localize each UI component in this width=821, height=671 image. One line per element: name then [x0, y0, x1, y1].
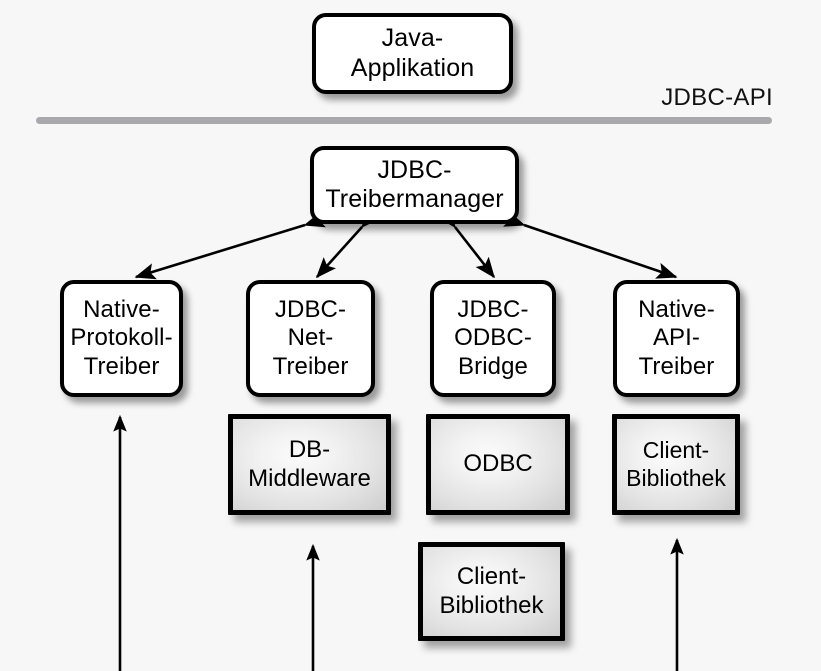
- box-java-application: Java- Applikation: [312, 13, 513, 94]
- box-client-library-middle: Client- Bibliothek: [418, 542, 565, 641]
- box-client-library-middle-line1: Client-: [456, 562, 527, 590]
- box-jdbc-odbc-bridge-line2: ODBC-: [454, 324, 532, 352]
- box-jdbc-net-driver-line3: Treiber: [272, 352, 349, 380]
- box-client-library-right-line2: Bibliothek: [626, 464, 726, 491]
- box-client-library-middle-line2: Bibliothek: [439, 591, 544, 619]
- box-native-protocol-driver: Native- Protokoll- Treiber: [60, 280, 183, 397]
- box-db-middleware-line2: Middleware: [248, 464, 371, 492]
- box-jdbc-net-driver-line1: JDBC-: [274, 296, 347, 324]
- box-native-protocol-driver-line3: Treiber: [83, 352, 160, 380]
- arrow-manager-jdbc-net: [315, 207, 382, 279]
- box-client-library-right-line1: Client-: [642, 436, 710, 463]
- box-native-api-driver-line2: API-: [652, 324, 701, 352]
- box-jdbc-net-driver: JDBC- Net- Treiber: [246, 280, 375, 397]
- box-native-api-driver: Native- API- Treiber: [613, 280, 740, 397]
- box-jdbc-odbc-bridge: JDBC- ODBC- Bridge: [430, 280, 556, 397]
- box-jdbc-odbc-bridge-line3: Bridge: [458, 352, 528, 380]
- box-client-library-right: Client- Bibliothek: [612, 414, 740, 515]
- jdbc-api-separator-line: [36, 117, 772, 124]
- arrow-manager-native-api: [503, 210, 678, 279]
- box-native-protocol-driver-line1: Native-: [83, 296, 160, 324]
- box-odbc-label: ODBC: [463, 450, 533, 478]
- box-jdbc-driver-manager-line1: JDBC-: [377, 155, 452, 184]
- box-native-protocol-driver-line2: Protokoll-: [70, 324, 173, 352]
- box-java-application-line1: Java-: [381, 24, 444, 52]
- box-jdbc-driver-manager: JDBC- Treibermanager: [310, 146, 519, 224]
- arrow-manager-native-protocol: [134, 211, 326, 280]
- box-jdbc-driver-manager-line2: Treibermanager: [325, 185, 504, 213]
- box-java-application-line2: Applikation: [350, 53, 475, 82]
- arrow-manager-jdbc-odbc-bridge: [436, 206, 496, 279]
- box-db-middleware-line1: DB-: [288, 435, 331, 463]
- box-jdbc-odbc-bridge-line1: JDBC-: [457, 296, 529, 324]
- box-native-api-driver-line3: Treiber: [638, 352, 715, 380]
- box-db-middleware: DB- Middleware: [228, 414, 391, 515]
- box-native-api-driver-line1: Native-: [638, 296, 715, 324]
- box-odbc: ODBC: [426, 414, 570, 515]
- jdbc-api-label: JDBC-API: [661, 84, 773, 111]
- box-jdbc-net-driver-line2: Net-: [287, 324, 334, 352]
